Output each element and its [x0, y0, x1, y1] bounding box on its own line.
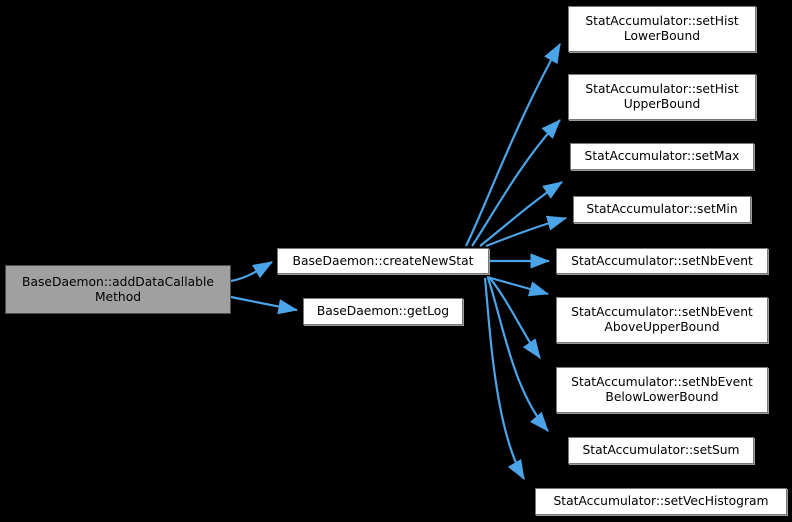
- node-label: BaseDaemon::createNewStat: [292, 253, 474, 268]
- node-set-hist-upper-bound[interactable]: StatAccumulator::setHist UpperBound: [568, 74, 756, 120]
- node-label: StatAccumulator::setNbEvent AboveUpperBo…: [571, 305, 753, 334]
- node-set-sum[interactable]: StatAccumulator::setSum: [568, 437, 754, 464]
- node-set-nb-event-below-lower-bound[interactable]: StatAccumulator::setNbEvent BelowLowerBo…: [556, 367, 768, 413]
- node-set-max[interactable]: StatAccumulator::setMax: [570, 143, 754, 170]
- edge-addDataCallableMethod-to-getLog: [230, 295, 299, 315]
- edge-createNewStat-to-setMax: [479, 181, 563, 247]
- edge-addDataCallableMethod-to-createNewStat: [230, 261, 273, 283]
- node-set-min[interactable]: StatAccumulator::setMin: [573, 196, 751, 223]
- node-label: StatAccumulator::setMax: [584, 149, 740, 163]
- edge-createNewStat-to-setNbEventBelowLowerBound: [488, 276, 541, 359]
- node-label: StatAccumulator::setVecHistogram: [553, 494, 769, 508]
- edge-createNewStat-to-setHistUpperBound: [471, 119, 561, 247]
- node-set-nb-event-above-upper-bound[interactable]: StatAccumulator::setNbEvent AboveUpperBo…: [556, 297, 768, 343]
- node-set-nb-event[interactable]: StatAccumulator::setNbEvent: [556, 248, 768, 274]
- edge-createNewStat-to-setMin: [485, 215, 568, 248]
- node-label: StatAccumulator::setSum: [582, 443, 740, 457]
- node-set-vec-histogram[interactable]: StatAccumulator::setVecHistogram: [535, 488, 787, 515]
- node-label: BaseDaemon::addDataCallable Method: [22, 274, 214, 304]
- edge-createNewStat-to-setVecHistogram: [483, 277, 525, 480]
- edge-createNewStat-to-setSum: [486, 277, 549, 432]
- node-label: StatAccumulator::setNbEvent: [571, 253, 753, 268]
- node-get-log[interactable]: BaseDaemon::getLog: [303, 298, 463, 325]
- node-set-hist-lower-bound[interactable]: StatAccumulator::setHist LowerBound: [568, 6, 756, 52]
- node-label: StatAccumulator::setNbEvent BelowLowerBo…: [571, 375, 753, 404]
- edge-createNewStat-to-setHistLowerBound: [465, 43, 561, 247]
- node-add-data-callable-method[interactable]: BaseDaemon::addDataCallable Method: [5, 265, 231, 314]
- node-label: StatAccumulator::setHist UpperBound: [585, 82, 739, 111]
- node-label: StatAccumulator::setHist LowerBound: [585, 14, 739, 43]
- node-label: StatAccumulator::setMin: [586, 202, 738, 216]
- node-label: BaseDaemon::getLog: [316, 304, 450, 318]
- node-create-new-stat[interactable]: BaseDaemon::createNewStat: [277, 248, 489, 274]
- edge-createNewStat-to-setNbEventAboveUpperBound: [486, 275, 550, 297]
